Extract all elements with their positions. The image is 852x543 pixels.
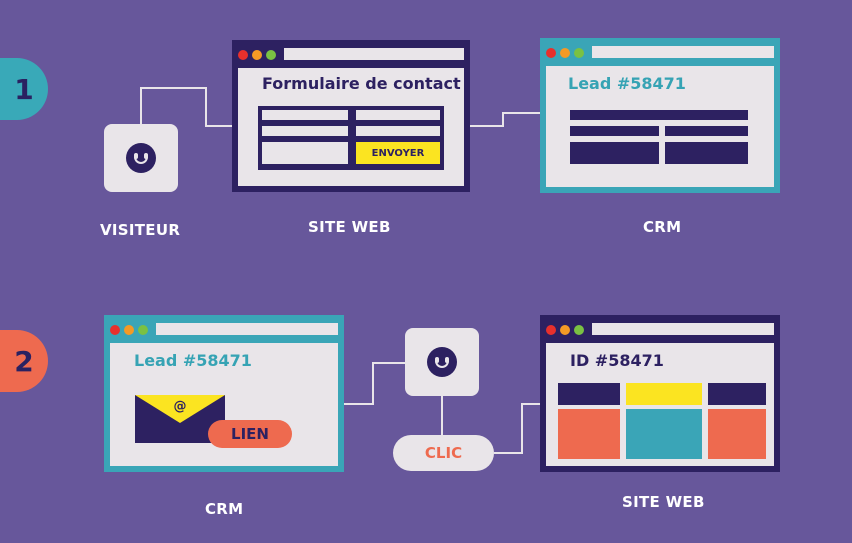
lead-title: Lead #58471 [568, 74, 686, 93]
connector-site-crm [470, 112, 540, 127]
site-web-label: SITE WEB [308, 218, 391, 236]
step-number: 1 [14, 72, 34, 106]
step-number: 2 [14, 344, 34, 378]
content-block [708, 409, 766, 459]
form-title: Formulaire de contact [262, 74, 461, 93]
email-at-symbol: @ [173, 399, 187, 414]
content-block [558, 383, 620, 405]
window-titlebar [540, 315, 780, 343]
window-titlebar [232, 40, 470, 68]
crm-window: Lead #58471 [540, 38, 780, 193]
window-body: ID #58471 [546, 343, 774, 466]
window-body: Lead #58471 @ LIEN [110, 343, 338, 466]
window-titlebar [540, 38, 780, 66]
window-body: Formulaire de contact ENVOYER [238, 68, 464, 186]
url-bar [592, 46, 774, 58]
form-field[interactable] [262, 110, 348, 120]
form-field[interactable] [262, 142, 348, 164]
crm-email-window: Lead #58471 @ LIEN [104, 315, 344, 472]
data-bar [665, 126, 748, 136]
data-bar [570, 110, 748, 120]
smiley-face-icon [126, 143, 156, 173]
data-bar [570, 142, 659, 164]
submit-button[interactable]: ENVOYER [356, 142, 440, 164]
data-bar [665, 142, 748, 164]
site-web-id-window: ID #58471 [540, 315, 780, 472]
envelope-icon [135, 395, 225, 443]
data-bar [570, 126, 659, 136]
visitor-label: VISITEUR [100, 221, 181, 239]
crm-label: CRM [643, 218, 682, 236]
connector-clic-site [494, 403, 540, 454]
url-bar [592, 323, 774, 335]
connector-visitor-site [140, 87, 232, 127]
window-titlebar [104, 315, 344, 343]
content-block [708, 383, 766, 405]
crm-label-2: CRM [205, 500, 244, 518]
form-field[interactable] [356, 110, 440, 120]
url-bar [156, 323, 338, 335]
contact-form: ENVOYER [258, 106, 444, 170]
site-web-label-2: SITE WEB [622, 493, 705, 511]
form-field[interactable] [356, 126, 440, 136]
smiley-face-icon [427, 347, 457, 377]
lead-title: Lead #58471 [134, 351, 252, 370]
content-block [558, 409, 620, 459]
site-web-window: Formulaire de contact ENVOYER [232, 40, 470, 192]
form-field[interactable] [262, 126, 348, 136]
connector-crm-face [343, 362, 405, 405]
link-button[interactable]: LIEN [208, 420, 292, 448]
window-body: Lead #58471 [546, 66, 774, 187]
visitor-box-2 [405, 328, 479, 396]
visitor-box [104, 124, 178, 192]
step-badge-2: 2 [0, 330, 48, 392]
url-bar [284, 48, 464, 60]
id-title: ID #58471 [570, 351, 664, 370]
content-block [626, 383, 702, 405]
click-badge[interactable]: CLIC [393, 435, 494, 471]
step-badge-1: 1 [0, 58, 48, 120]
content-block [626, 409, 702, 459]
